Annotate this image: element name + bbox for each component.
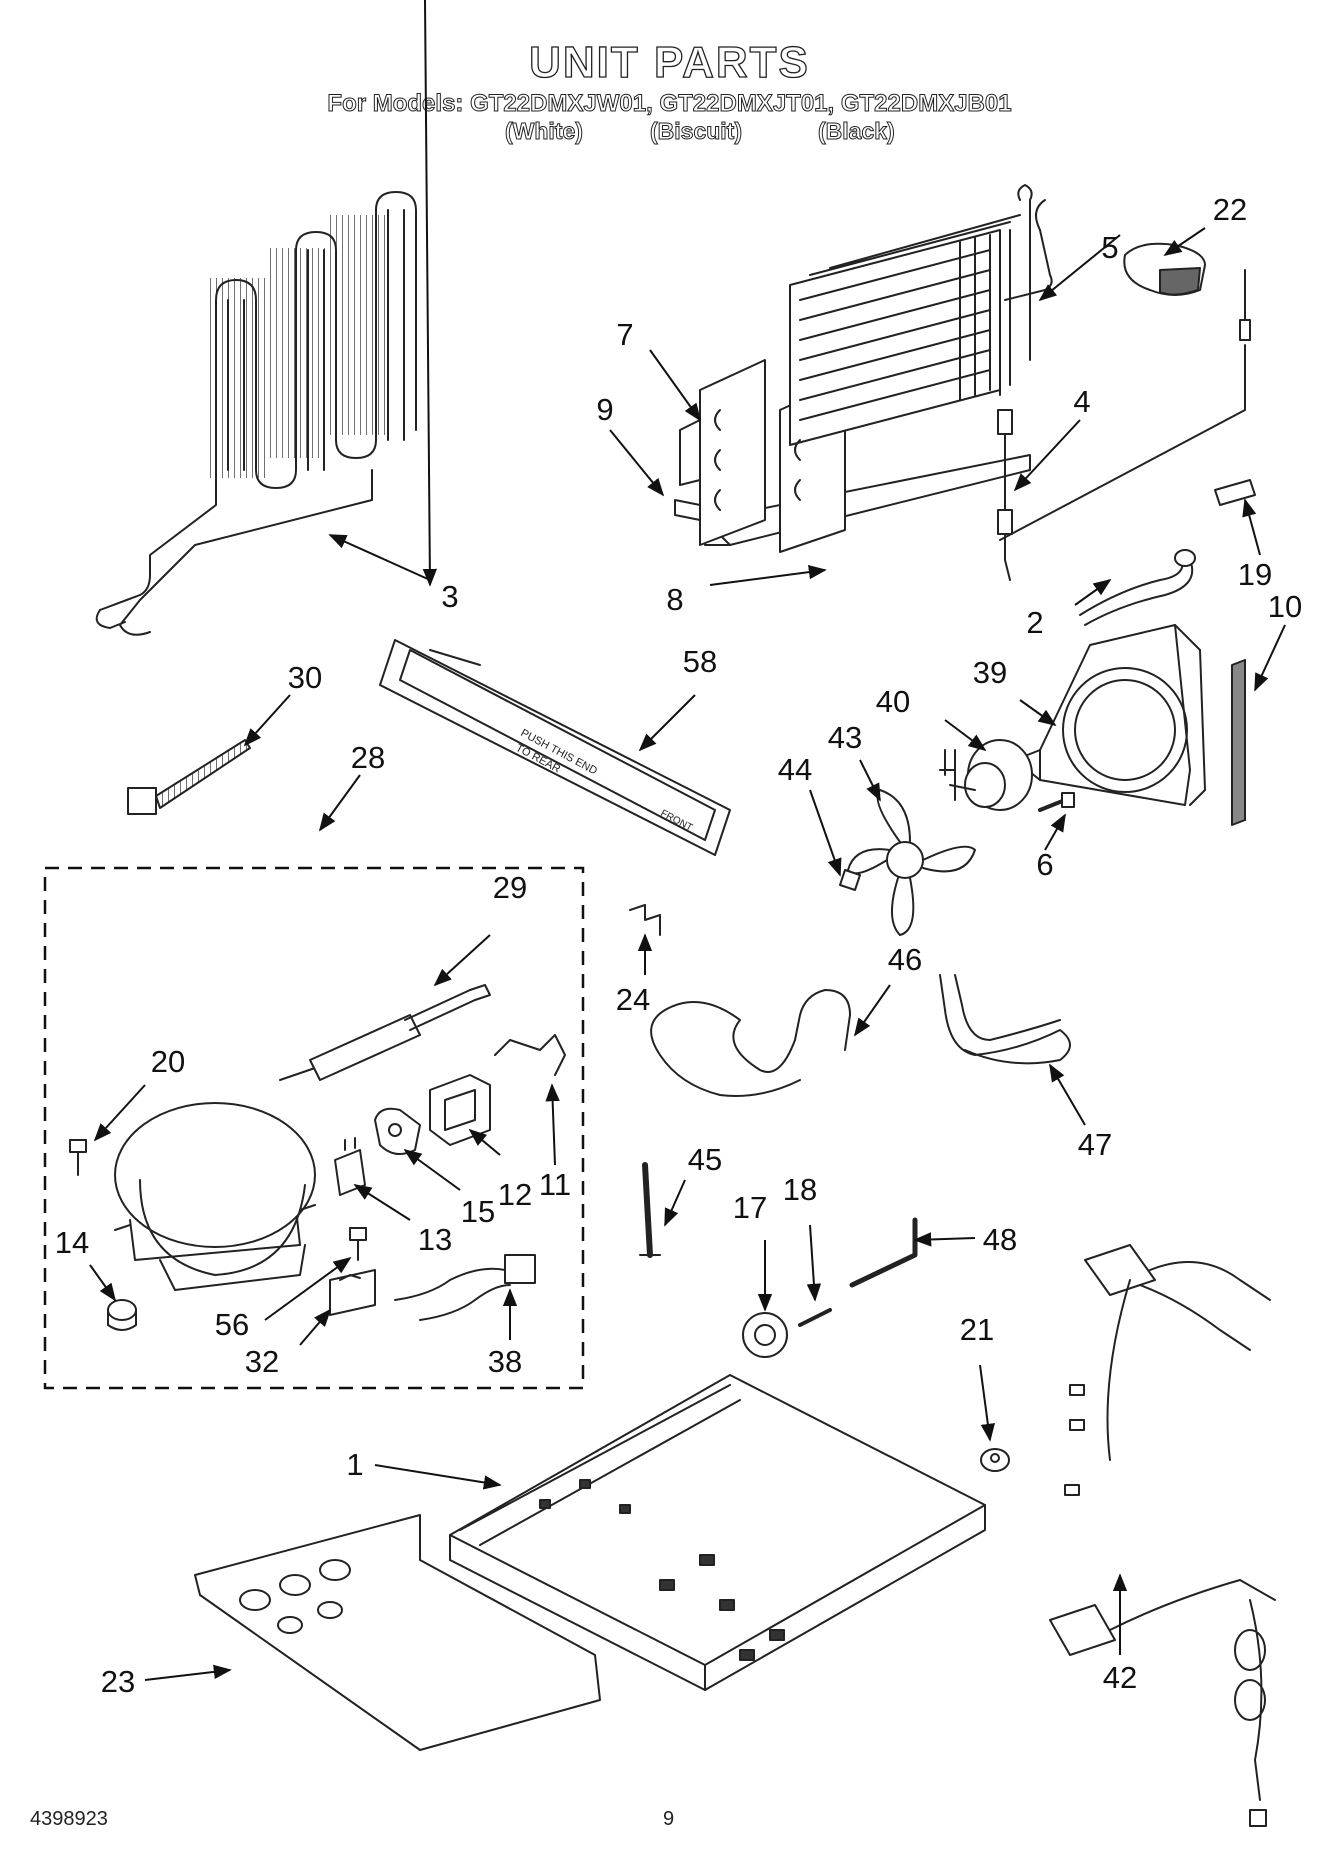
overload	[374, 1107, 421, 1155]
callout-12: 12	[498, 1177, 532, 1212]
callout-13: 13	[418, 1222, 452, 1257]
page-title: UNIT PARTS	[528, 37, 810, 87]
callout-48: 48	[983, 1222, 1017, 1257]
callout-39: 39	[973, 655, 1007, 690]
finish-white: (White)	[505, 118, 584, 145]
callout-21: 21	[960, 1312, 994, 1347]
callout-24: 24	[616, 982, 650, 1017]
base-pan	[449, 1374, 986, 1691]
document-number: 4398923	[30, 1808, 108, 1830]
callout-28: 28	[351, 740, 385, 775]
fan-motor	[939, 739, 1033, 811]
wire-lead	[1079, 549, 1196, 626]
callout-38: 38	[488, 1344, 522, 1379]
callout-4: 4	[1073, 384, 1090, 419]
callout-30: 30	[288, 660, 322, 695]
drain-tray	[379, 639, 731, 856]
callout-14: 14	[55, 1225, 89, 1260]
wire-clip	[494, 1034, 566, 1076]
defrost-heater	[1004, 199, 1053, 301]
finish-biscuit: (Biscuit)	[650, 118, 743, 145]
callout-9: 9	[596, 392, 613, 427]
callout-19: 19	[1238, 557, 1272, 592]
leader-lines	[422, 0, 438, 587]
callout-42: 42	[1103, 1660, 1137, 1695]
callout-17: 17	[733, 1190, 767, 1225]
leader-arrows	[89, 227, 1286, 1681]
support-rod	[639, 1162, 661, 1258]
screw-6	[1038, 792, 1075, 812]
callout-56: 56	[215, 1307, 249, 1342]
callout-1: 1	[346, 1447, 363, 1482]
callout-2: 2	[1026, 605, 1043, 640]
filter-drier	[279, 984, 491, 1081]
callout-5: 5	[1101, 230, 1118, 265]
callout-58: 58	[683, 644, 717, 679]
cover-cap	[1123, 242, 1206, 296]
relay-cover	[429, 1074, 491, 1146]
screw-20	[69, 1139, 87, 1176]
fan-shroud	[1014, 624, 1206, 806]
fill-tube	[939, 974, 1071, 1065]
drain-tube	[650, 989, 851, 1097]
callout-29: 29	[493, 870, 527, 905]
model-list: For Models: GT22DMXJW01, GT22DMXJT01, GT…	[327, 90, 1012, 118]
compressor	[114, 1102, 316, 1291]
cover-plate	[194, 1514, 601, 1751]
condenser-coil	[95, 191, 417, 636]
thermistor-assembly	[997, 269, 1256, 826]
screw-56	[349, 1227, 367, 1261]
callout-7: 7	[616, 317, 633, 352]
nut	[980, 1448, 1010, 1472]
callout-47: 47	[1078, 1127, 1112, 1162]
callout-20: 20	[151, 1044, 185, 1079]
callout-44: 44	[778, 752, 812, 787]
callout-10: 10	[1268, 589, 1302, 624]
fan-blade	[839, 789, 976, 936]
callout-15: 15	[461, 1194, 495, 1229]
callout-32: 32	[245, 1344, 279, 1379]
capacitor	[329, 1269, 376, 1316]
callout-11: 11	[539, 1167, 571, 1202]
page-number: 9	[663, 1808, 675, 1830]
rod-48	[849, 1217, 918, 1288]
tubing-clip	[629, 904, 661, 936]
cable-tie	[127, 739, 251, 815]
callout-43: 43	[828, 720, 862, 755]
callout-40: 40	[876, 684, 910, 719]
grommet	[107, 1299, 137, 1331]
power-cord	[394, 1254, 536, 1321]
callout-18: 18	[783, 1172, 817, 1207]
callout-45: 45	[688, 1142, 722, 1177]
callout-8: 8	[666, 582, 683, 617]
roller	[742, 1308, 832, 1358]
callout-3: 3	[441, 579, 458, 614]
callout-46: 46	[888, 942, 922, 977]
callout-6: 6	[1036, 847, 1053, 882]
finish-black: (Black)	[818, 118, 896, 145]
wiring-harness	[1049, 1244, 1276, 1827]
callout-23: 23	[101, 1664, 135, 1699]
evaporator	[674, 184, 1033, 553]
callout-22: 22	[1213, 192, 1247, 227]
start-relay	[334, 1137, 366, 1196]
